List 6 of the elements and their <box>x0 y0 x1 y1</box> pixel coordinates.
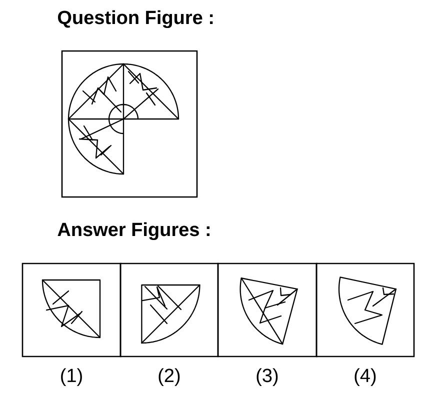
option-number: (1) <box>61 368 82 386</box>
heading: Question Figure : <box>58 10 213 28</box>
option-number: (3) <box>256 368 278 386</box>
heading: Answer Figures : <box>58 222 210 240</box>
option-number: (4) <box>354 368 376 386</box>
option-number: (2) <box>158 368 180 386</box>
